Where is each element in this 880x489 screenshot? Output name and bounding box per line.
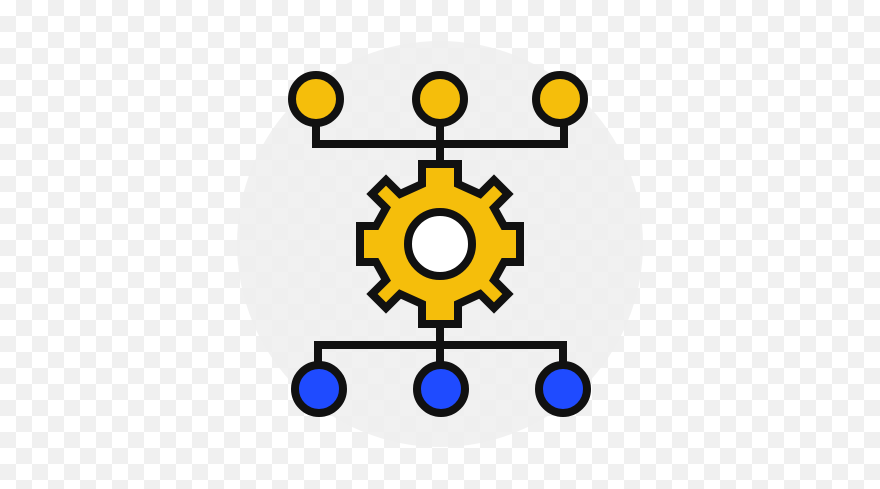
top-node-right [532,71,588,127]
top-nodes [288,71,588,127]
gear-hole [404,208,476,280]
bottom-node-center [413,361,469,417]
top-node-left [288,71,344,127]
top-connector-right [436,118,568,148]
top-node-center [412,71,468,127]
bottom-node-left [291,361,347,417]
gear-icon [356,160,524,328]
bottom-connector-left [314,341,444,370]
top-connector-left [312,118,444,148]
bottom-connector-right [436,341,567,370]
bottom-nodes [291,361,591,417]
bottom-node-right [535,361,591,417]
